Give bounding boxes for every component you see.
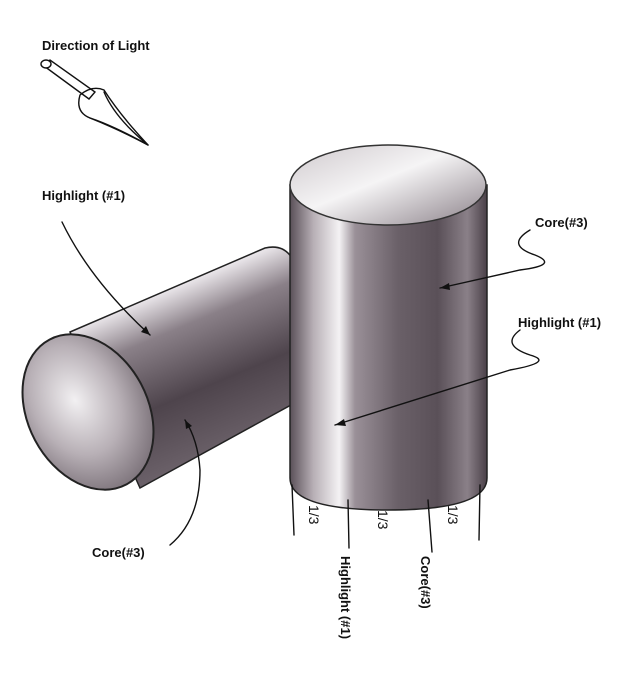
bottom-core-label: Core(#3) [418,556,433,609]
fraction-3: 1/3 [445,505,461,525]
leader-lines [61,221,546,553]
fraction-1: 1/3 [306,505,322,525]
bottom-highlight-label: Highlight (#1) [338,556,353,639]
right-highlight-label: Highlight (#1) [518,315,601,330]
vertical-cylinder [289,144,488,511]
right-core-label: Core(#3) [535,215,588,230]
fraction-2: 1/3 [375,510,391,530]
left-highlight-label: Highlight (#1) [42,188,125,203]
direction-of-light-label: Direction of Light [42,38,150,53]
horizontal-cylinder [21,246,301,491]
left-core-label: Core(#3) [92,545,145,560]
light-direction-icon [40,59,149,146]
